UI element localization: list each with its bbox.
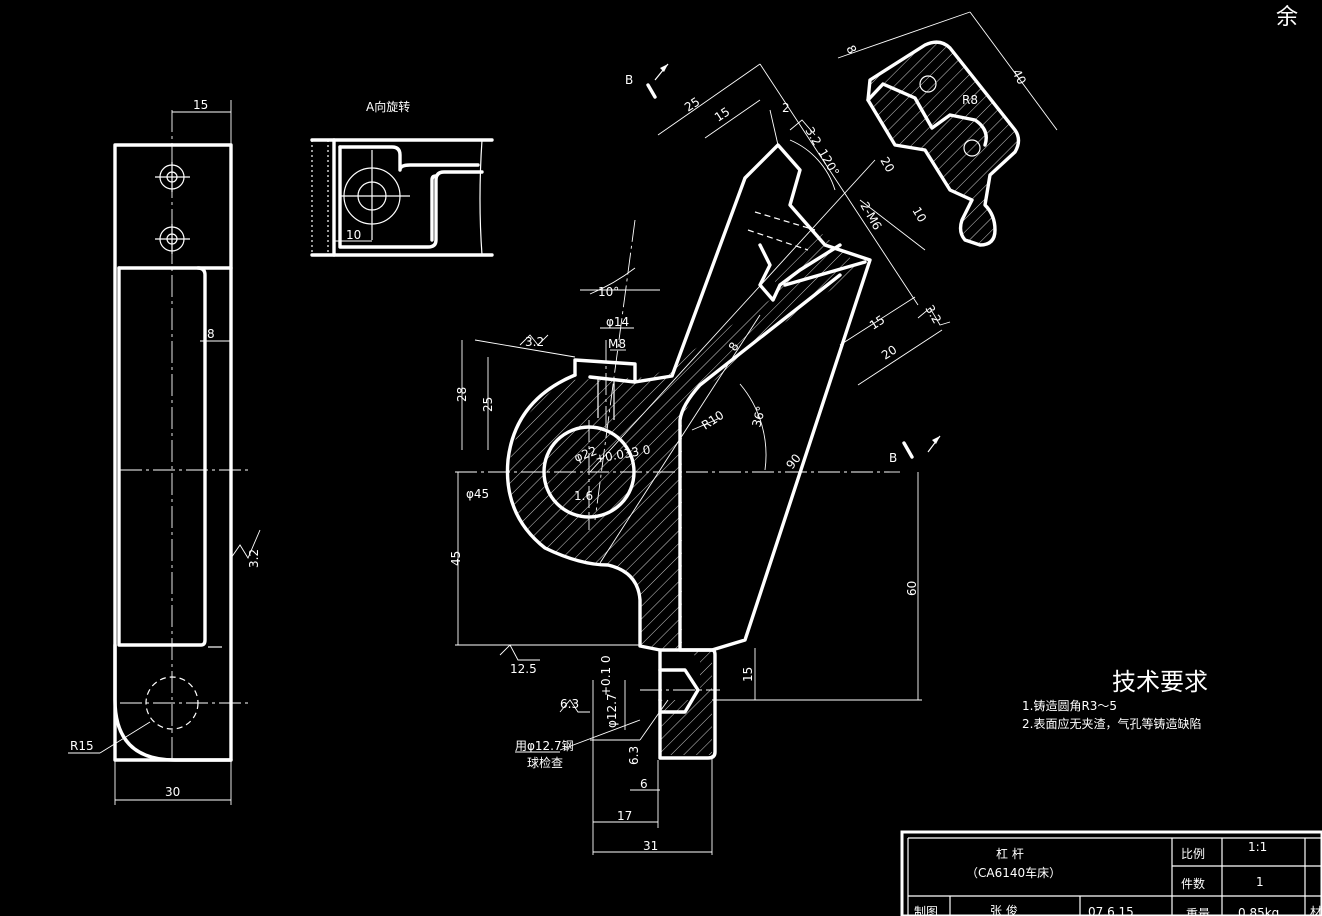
dim-d14: φ14: [606, 315, 629, 329]
dim-15a: 15: [712, 104, 732, 124]
dim-20a: 20: [877, 155, 897, 175]
a-view: A向旋转 10: [310, 99, 494, 257]
drawn-name: 张 俊: [990, 903, 1018, 916]
material-char: 材: [1310, 905, 1322, 916]
section-marks: B B: [625, 63, 941, 465]
dim-bb-r8: R8: [962, 93, 978, 107]
dim-20b: 20: [879, 342, 899, 362]
dim-left-r15: R15: [70, 739, 94, 753]
dim-63: 6.3: [627, 746, 641, 765]
qty-label: 件数: [1181, 876, 1205, 891]
main-foot-outline: [658, 648, 717, 760]
main-arm-outline: [633, 143, 872, 652]
dim-bb-8: 8: [843, 43, 859, 56]
dim-m8: M8: [608, 337, 626, 351]
dim-25: 25: [682, 94, 702, 114]
dim-10a: 10: [909, 205, 929, 225]
rough-63: 6.3: [560, 697, 579, 711]
dim-d127-tol: +0.1 0: [599, 655, 613, 696]
dim-45: 45: [449, 551, 463, 566]
weight-label: 重量: [1186, 907, 1210, 916]
dim-6: 6: [640, 777, 648, 791]
main-boss-outline: [505, 373, 662, 702]
qty-value: 1: [1256, 875, 1264, 889]
dim-17: 17: [617, 809, 632, 823]
dim-left-8: 8: [207, 327, 215, 341]
dim-60: 60: [905, 581, 919, 596]
tech-req-item-2: 2.表面应无夹渣，气孔等铸造缺陷: [1022, 716, 1201, 731]
dim-15c: 15: [741, 667, 755, 682]
left-bottom-round: [113, 643, 233, 762]
dim-left-30: 30: [165, 785, 180, 799]
left-outline: [113, 143, 233, 762]
b-label-right: B: [889, 451, 897, 465]
left-hole-top: [155, 162, 190, 192]
left-hole-bottom: [155, 224, 190, 254]
rough-125: 12.5: [510, 662, 537, 676]
dim-10deg: 10°: [598, 285, 619, 299]
dim-36: 36°: [749, 405, 768, 429]
rough-boss: 3.2: [525, 335, 544, 349]
dim-left-15: 15: [193, 98, 208, 112]
tech-requirements: 技术要求 1.铸造圆角R3～5 2.表面应无夹渣，气孔等铸造缺陷: [1022, 668, 1208, 731]
rough-bore: 1.6: [574, 489, 593, 503]
dim-d127: φ12.7: [605, 693, 619, 728]
title-block: 杠 杆 （CA6140车床） 比例 1:1 件数 1 制图 张 俊 07.6.1…: [900, 830, 1322, 916]
left-rib: [117, 266, 207, 647]
dim-r10: R10: [699, 408, 726, 433]
weight-value: 0.85kg: [1238, 906, 1279, 916]
ball-note-line2: 球检查: [527, 755, 563, 770]
tech-req-item-1: 1.铸造圆角R3～5: [1022, 698, 1117, 713]
part-sub: （CA6140车床）: [966, 865, 1061, 880]
dim-15b: 15: [867, 312, 887, 332]
a-view-hole: [340, 150, 410, 240]
dim-bb-40: 40: [1009, 67, 1029, 87]
main-view: 25 15 2 3.2 120° 20 10 2-M6 3.2 15 20 10…: [449, 63, 951, 855]
drawn-label: 制图: [914, 905, 938, 916]
drawn-date: 07.6.15: [1088, 905, 1134, 916]
ball-note-line1: 用φ12.7钢: [515, 739, 574, 753]
corner-char: 余: [1276, 5, 1298, 30]
dim-d45: φ45: [466, 487, 489, 501]
dim-31: 31: [643, 839, 658, 853]
dim-120: 120°: [815, 147, 842, 179]
rough-left: 3.2: [247, 549, 261, 568]
dim-2: 2: [782, 101, 790, 115]
rough-top: 3.2: [802, 125, 824, 149]
scale-label: 比例: [1181, 847, 1205, 861]
dim-28: 28: [455, 387, 469, 402]
dim-25b: 25: [481, 397, 495, 412]
b-label-top: B: [625, 73, 633, 87]
part-name: 杠 杆: [996, 846, 1024, 861]
dim-a-10: 10: [346, 228, 361, 242]
a-view-title: A向旋转: [366, 99, 410, 114]
left-view: 15 8 30 R15 3.2: [68, 98, 261, 805]
tech-req-title: 技术要求: [1112, 668, 1208, 696]
rough-right: 3.2: [922, 303, 944, 327]
scale-value: 1:1: [1248, 840, 1267, 854]
section-bb-outline: [866, 40, 1021, 247]
